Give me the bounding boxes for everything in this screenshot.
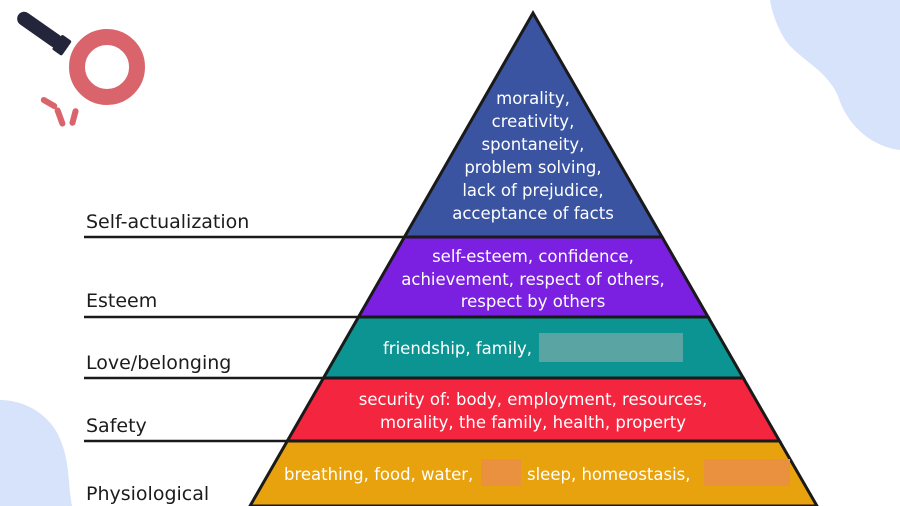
decor-blob-top-right <box>770 0 900 150</box>
level-label-1: Self-actualization <box>84 211 405 239</box>
level-text: achievement, respect of others, <box>401 270 664 289</box>
pyramid-level-2: self-esteem, confidence, achievement, res… <box>355 235 711 319</box>
magnifier-ring <box>69 29 145 105</box>
level-band <box>248 439 819 506</box>
magnifier-collar <box>52 35 72 56</box>
level-label-4: Safety <box>84 415 288 443</box>
level-label-3: Love/belonging <box>84 352 324 380</box>
level-label-text: Physiological <box>86 483 209 505</box>
level-text: problem solving, <box>464 158 601 177</box>
level-text: lack of prejudice, <box>462 181 603 200</box>
level-label-text: Self-actualization <box>86 211 249 233</box>
level-text: morality, <box>496 89 570 108</box>
level-label-text: Safety <box>86 415 147 437</box>
level-label-text: Love/belonging <box>86 352 231 374</box>
redaction-box <box>481 459 521 486</box>
level-label-2: Esteem <box>84 290 359 319</box>
redaction-box <box>539 333 683 362</box>
level-text: creativity, <box>492 112 575 131</box>
level-label-text: Esteem <box>86 290 157 312</box>
level-text: morality, the family, health, property <box>380 413 686 432</box>
level-text: breathing, food, water, <box>284 465 473 484</box>
level-text: security of: body, employment, resources… <box>359 390 708 409</box>
level-text: self-esteem, confidence, <box>432 247 634 266</box>
magnifier-sparks <box>40 97 79 127</box>
level-text: sleep, homeostasis, <box>527 465 691 484</box>
level-text: acceptance of facts <box>452 204 614 223</box>
pyramid-level-4: security of: body, employment, resources… <box>284 376 783 443</box>
redaction-box <box>704 459 790 486</box>
level-text: respect by others <box>461 292 606 311</box>
magnifier-icon <box>17 11 145 127</box>
level-labels: Self-actualizationEsteemLove/belongingSa… <box>84 211 405 505</box>
pyramid-level-5: breathing, food, water, sleep, homeostasi… <box>248 439 819 506</box>
pyramid-level-3: friendship, family, <box>320 315 746 380</box>
pyramid: morality, creativity, spontaneity, problem … <box>248 9 819 506</box>
level-text: friendship, family, <box>383 339 532 358</box>
magnifier-handle <box>17 11 63 48</box>
pyramid-level-1: morality, creativity, spontaneity, problem … <box>401 9 665 239</box>
level-text: spontaneity, <box>482 135 585 154</box>
decor-blob-bottom-left <box>0 400 72 506</box>
level-label-5: Physiological <box>86 483 209 505</box>
